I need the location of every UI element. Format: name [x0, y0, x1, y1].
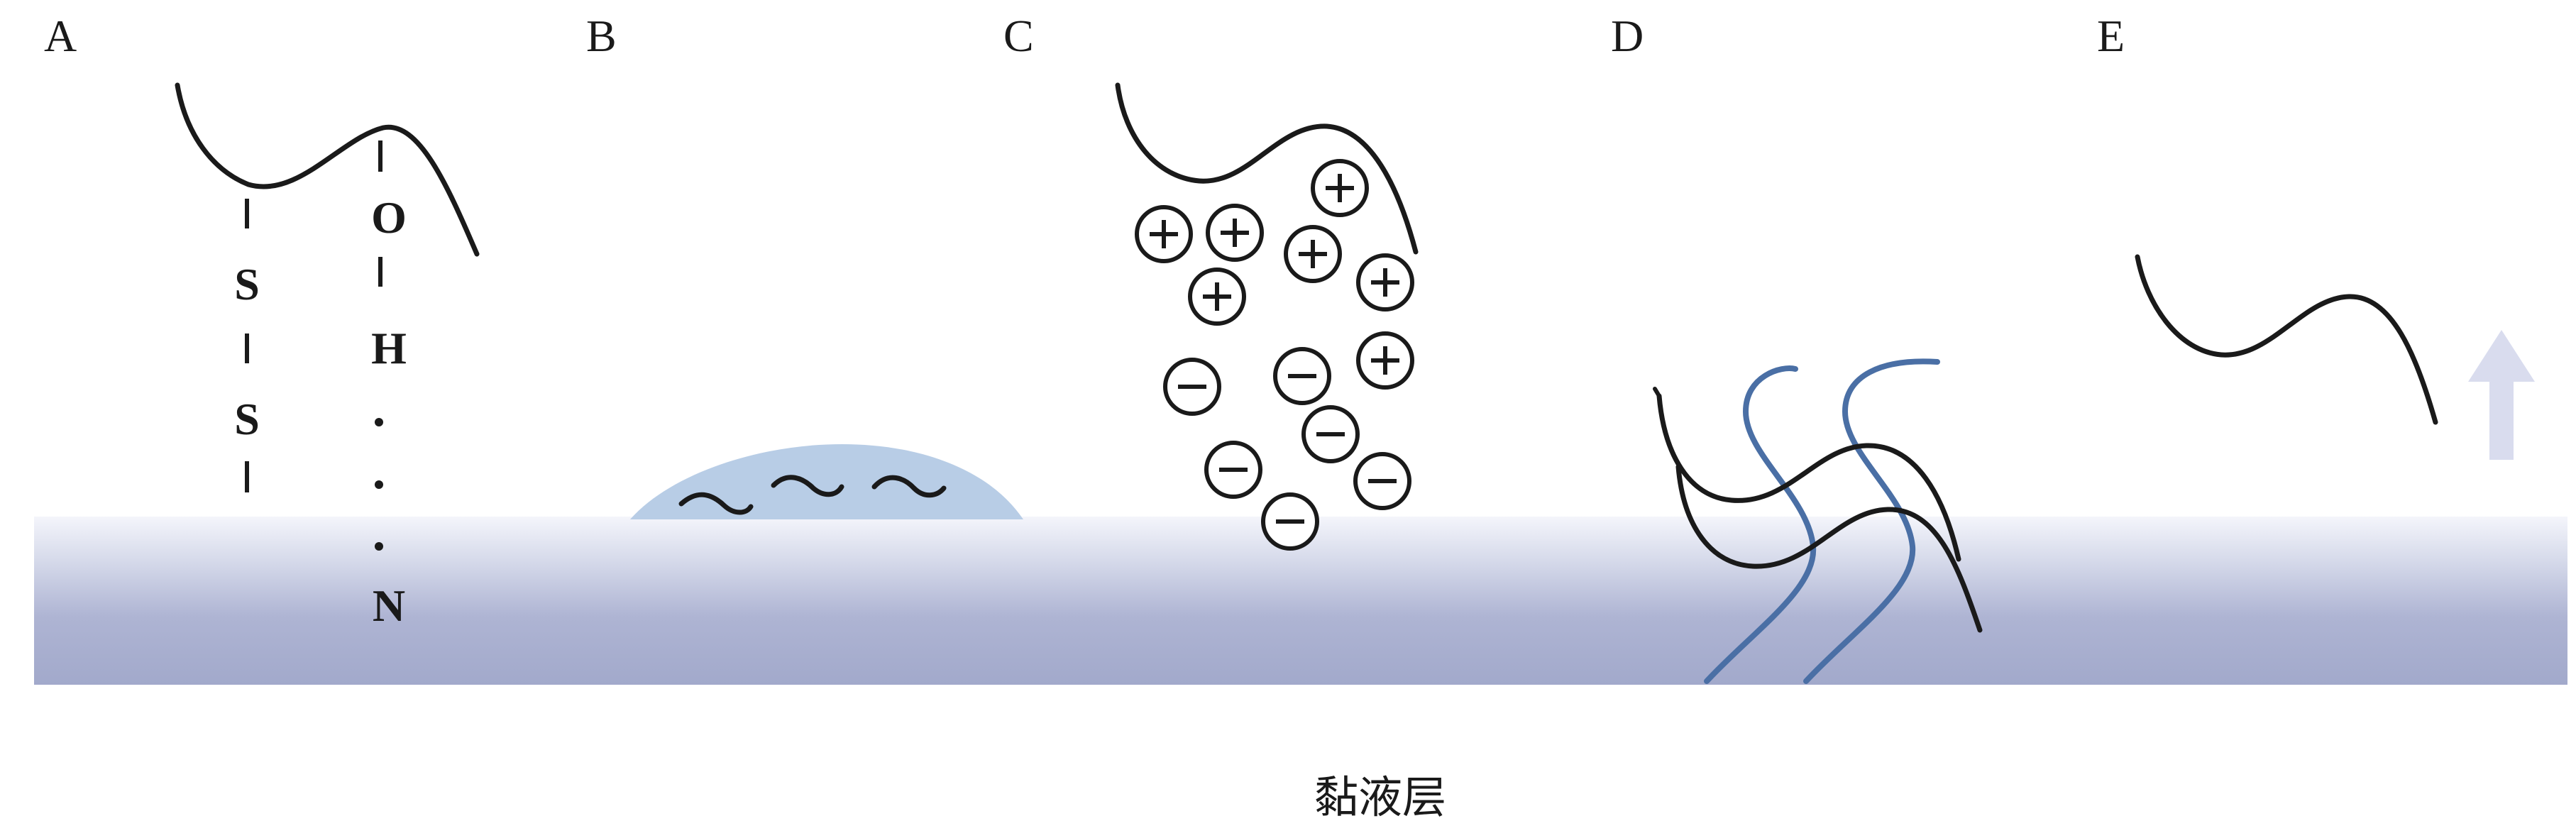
bond-atom-o: O — [371, 192, 407, 243]
panel-c-electrostatic — [1115, 82, 1419, 551]
bond-atom-s1: S — [234, 259, 260, 309]
polymer-chain — [1675, 464, 1983, 633]
polymer-chain — [175, 82, 480, 257]
polymer-chain — [1115, 82, 1419, 255]
wetting-droplet — [630, 443, 1023, 519]
polymer-chain — [2135, 254, 2438, 425]
negative-charge — [1204, 441, 1262, 499]
negative-charge — [1301, 405, 1360, 463]
hydrogen-bond: O H N — [371, 140, 407, 631]
bond-atom-n: N — [373, 580, 405, 631]
polymer-fragment — [871, 475, 947, 498]
panel-label-c: C — [1003, 11, 1034, 61]
positive-charge — [1311, 159, 1369, 217]
negative-charge — [1163, 358, 1221, 416]
polymer-fragment — [678, 492, 754, 515]
positive-charge — [1356, 253, 1414, 312]
panel-label-d: D — [1611, 11, 1644, 61]
polymer-fragment — [771, 475, 844, 497]
panel-label-e: E — [2097, 11, 2125, 61]
panel-label-b: B — [586, 11, 617, 61]
positive-charge — [1135, 205, 1193, 263]
panel-a-bonding: S S O H N — [175, 82, 480, 631]
negative-charge — [1261, 492, 1319, 551]
negative-charge — [1273, 347, 1331, 405]
up-arrow-icon — [2468, 330, 2535, 460]
positive-charge — [1188, 268, 1246, 326]
panel-e-detachment — [2135, 254, 2535, 460]
panel-label-a: A — [44, 11, 77, 61]
panel-d-interpenetration — [1653, 358, 1983, 684]
negative-charge — [1353, 452, 1411, 510]
disulfide-bond: S S — [234, 199, 260, 492]
bond-atom-s2: S — [234, 394, 260, 444]
positive-charge — [1284, 225, 1342, 283]
polymer-chain — [1656, 393, 1961, 562]
positive-charge-group — [1135, 159, 1414, 390]
negative-charge-group — [1163, 347, 1411, 551]
positive-charge — [1356, 331, 1414, 390]
bond-atom-h: H — [371, 323, 407, 373]
mucin-chain — [1803, 358, 1940, 684]
panel-b-wetting — [630, 443, 1023, 519]
mucus-layer-caption: 黏液层 — [1314, 771, 1446, 823]
mucin-chain — [1704, 365, 1817, 684]
positive-charge — [1206, 204, 1264, 262]
